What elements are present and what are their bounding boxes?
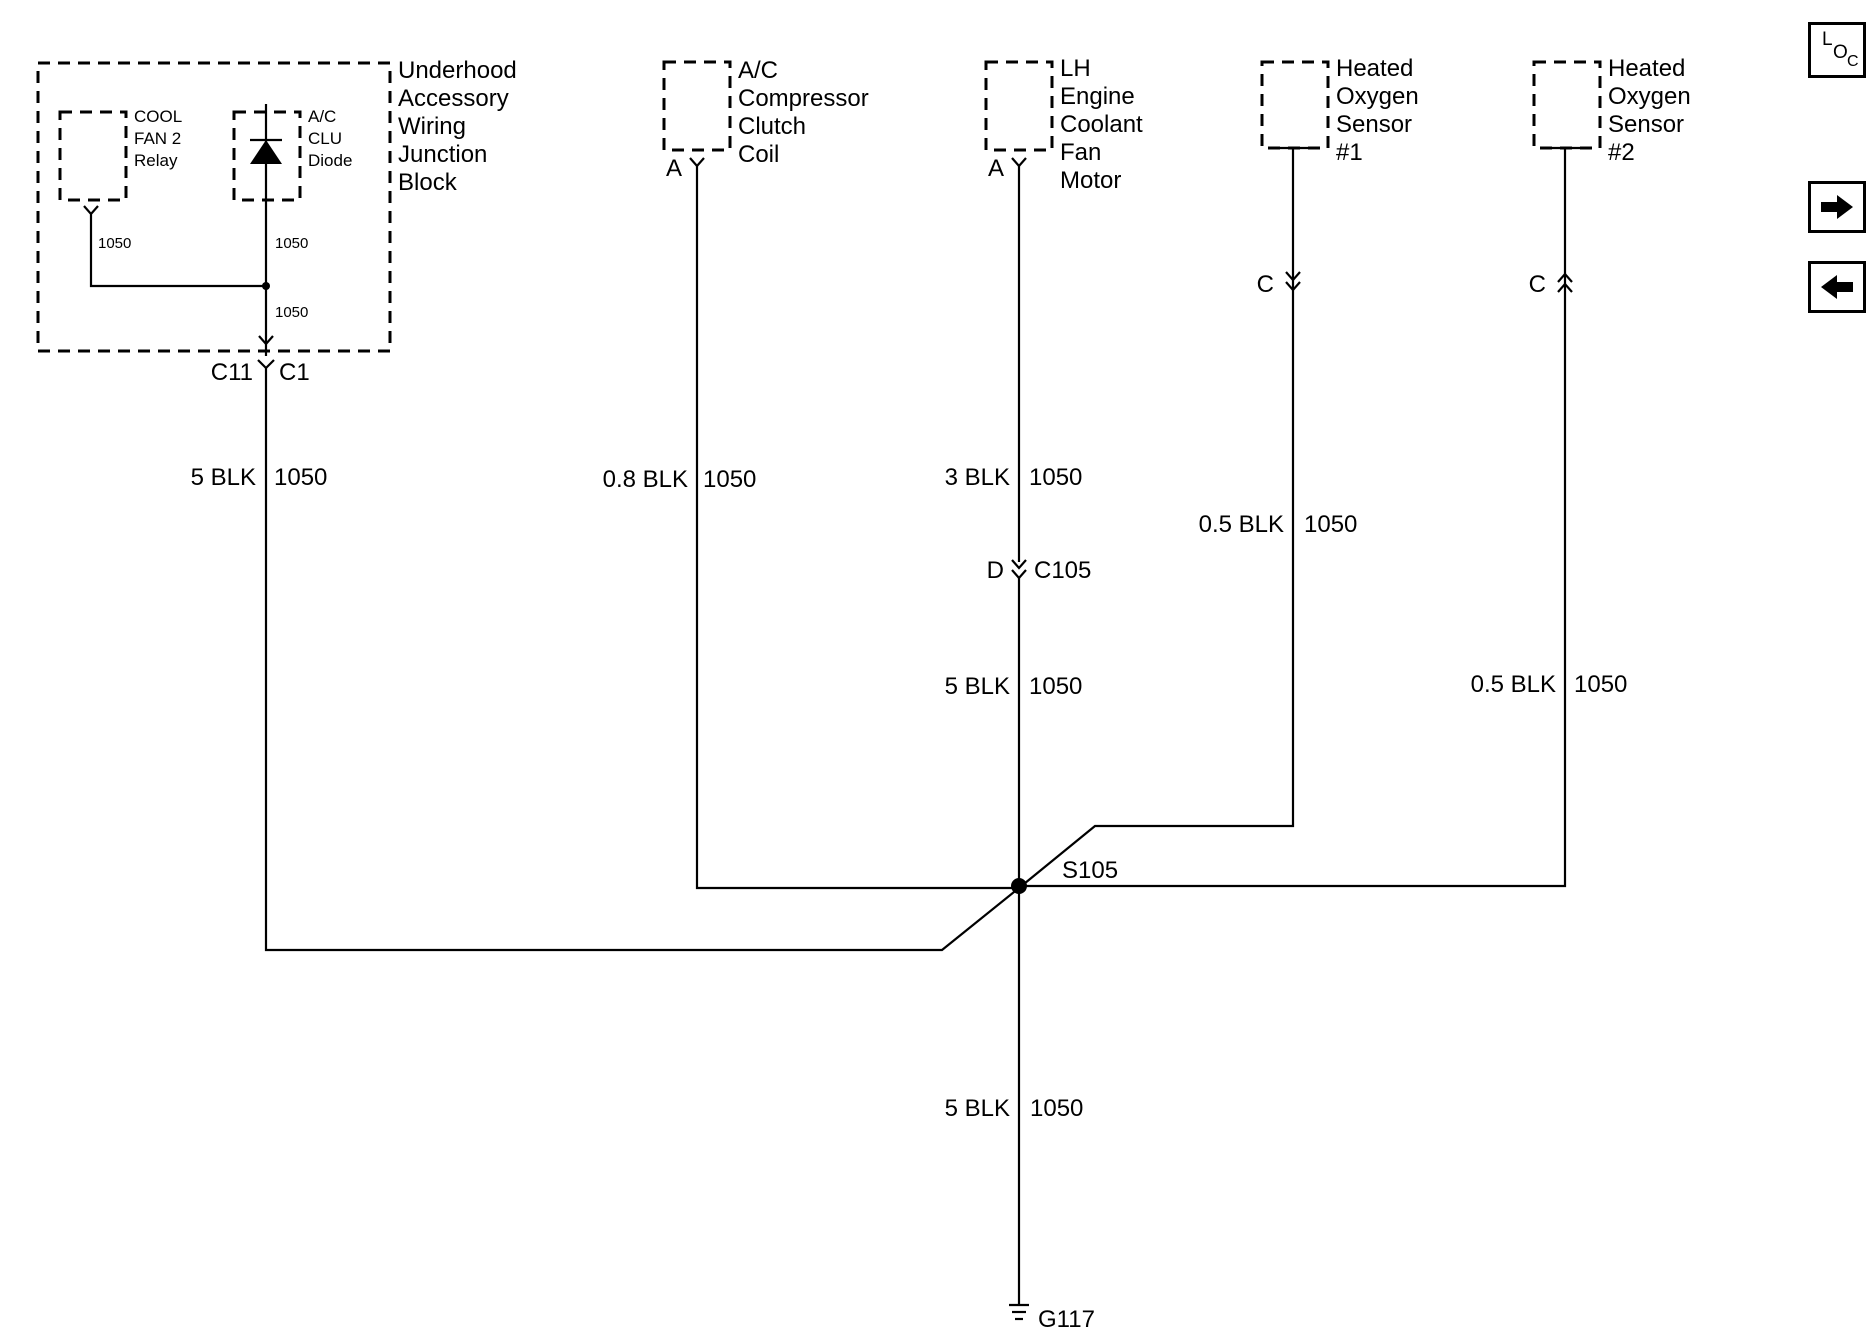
ac-clu-diode-label: A/C CLU Diode <box>308 107 352 170</box>
lh-fan-motor-box <box>984 60 1054 152</box>
junction-block: Underhood Accessory Wiring Junction Bloc… <box>36 57 523 386</box>
block-output-arrow <box>258 335 274 346</box>
previous-page-button[interactable] <box>1808 261 1866 313</box>
diode-circuit-label: 1050 <box>275 235 308 252</box>
wire-label-circuit: 1050 <box>1574 671 1627 698</box>
connector-c105: D C105 <box>987 557 1092 584</box>
ac-compressor-clutch-coil-label: A/C Compressor Clutch Coil <box>738 57 875 168</box>
lh-fan-motor-pin-label: A <box>988 155 1004 182</box>
wire-label-gauge: 5 BLK <box>945 1095 1010 1122</box>
wire-label-circuit: 1050 <box>703 466 756 493</box>
wire-label-circuit: 1050 <box>1029 673 1082 700</box>
splice-s105: S105 <box>1011 857 1118 894</box>
ground-circuit-wires <box>264 148 1567 1305</box>
wire-label-gauge: 5 BLK <box>945 673 1010 700</box>
wire-label-circuit: 1050 <box>274 464 327 491</box>
ac-compressor-clutch-coil-box <box>662 60 732 152</box>
lh-fan-motor-label: LH Engine Coolant Fan Motor <box>1060 55 1149 194</box>
heated-oxygen-sensor-1-label: Heated Oxygen Sensor #1 <box>1336 55 1425 166</box>
relay-circuit-wire <box>83 205 266 288</box>
right-arrow-icon <box>1821 195 1853 219</box>
location-letter-l: L <box>1822 29 1833 50</box>
splice-s105-dot <box>1011 878 1027 894</box>
wire-label-circuit: 1050 <box>1030 1095 1083 1122</box>
block-output-circuit-label: 1050 <box>275 304 308 321</box>
heated-oxygen-sensor-2-box <box>1532 60 1602 150</box>
heated-oxygen-sensor-2: Heated Oxygen Sensor #2 C <box>1529 55 1697 298</box>
heated-oxygen-sensor-1: Heated Oxygen Sensor #1 C <box>1257 55 1425 298</box>
next-page-button[interactable] <box>1808 181 1866 233</box>
wire-label-circuit: 1050 <box>1304 511 1357 538</box>
c105-connector-label: C105 <box>1034 557 1091 584</box>
relay-circuit-label: 1050 <box>98 235 131 252</box>
connector-c11-label: C11 <box>211 359 253 386</box>
c105-pin-label: D <box>987 557 1004 584</box>
wire-ho2s-1-ground <box>1018 148 1295 889</box>
wire-label-gauge: 3 BLK <box>945 464 1010 491</box>
block-internal-splice <box>262 282 270 290</box>
ac-compressor-clutch-coil: A/C Compressor Clutch Coil A <box>662 57 875 182</box>
wire-junction-block-ground <box>264 368 1020 952</box>
splice-s105-label: S105 <box>1062 857 1118 884</box>
heated-oxygen-sensor-1-box <box>1260 60 1330 150</box>
c1-connector-symbol <box>257 359 275 370</box>
ac-coil-pin-label: A <box>666 155 682 182</box>
lh-engine-coolant-fan-motor: LH Engine Coolant Fan Motor A <box>984 55 1149 194</box>
wire-ho2s-2-ground <box>1019 148 1567 888</box>
ho2s-2-pin-label: C <box>1529 271 1546 298</box>
left-arrow-icon <box>1821 275 1853 299</box>
connector-c1-label: C1 <box>279 359 310 386</box>
wire-label-gauge: 0.8 BLK <box>603 466 688 493</box>
wire-label-gauge: 5 BLK <box>191 464 256 491</box>
ground-g117: G117 <box>1009 1303 1095 1333</box>
diode-symbol <box>250 140 282 164</box>
wire-label-gauge: 0.5 BLK <box>1199 511 1284 538</box>
lh-fan-motor-terminal <box>1011 157 1027 168</box>
location-letter-o: O <box>1833 42 1848 63</box>
location-letter-c: C <box>1847 53 1859 70</box>
ground-g117-label: G117 <box>1038 1306 1095 1333</box>
cool-fan-2-relay-box <box>58 110 128 202</box>
wire-labels: 5 BLK 1050 0.8 BLK 1050 3 BLK 1050 0.5 B… <box>191 464 1628 1122</box>
wire-label-gauge: 0.5 BLK <box>1471 671 1556 698</box>
heated-oxygen-sensor-2-label: Heated Oxygen Sensor #2 <box>1608 55 1697 166</box>
c105-connector-symbol <box>1011 559 1027 580</box>
ac-coil-terminal <box>689 157 705 168</box>
location-button[interactable]: L O C <box>1808 22 1866 78</box>
wire-ac-coil-ground <box>695 166 1019 890</box>
wire-label-circuit: 1050 <box>1029 464 1082 491</box>
cool-fan-2-relay-label: COOL FAN 2 Relay <box>134 107 186 170</box>
junction-block-title: Underhood Accessory Wiring Junction Bloc… <box>398 57 523 196</box>
ho2s-1-pin-label: C <box>1257 271 1274 298</box>
